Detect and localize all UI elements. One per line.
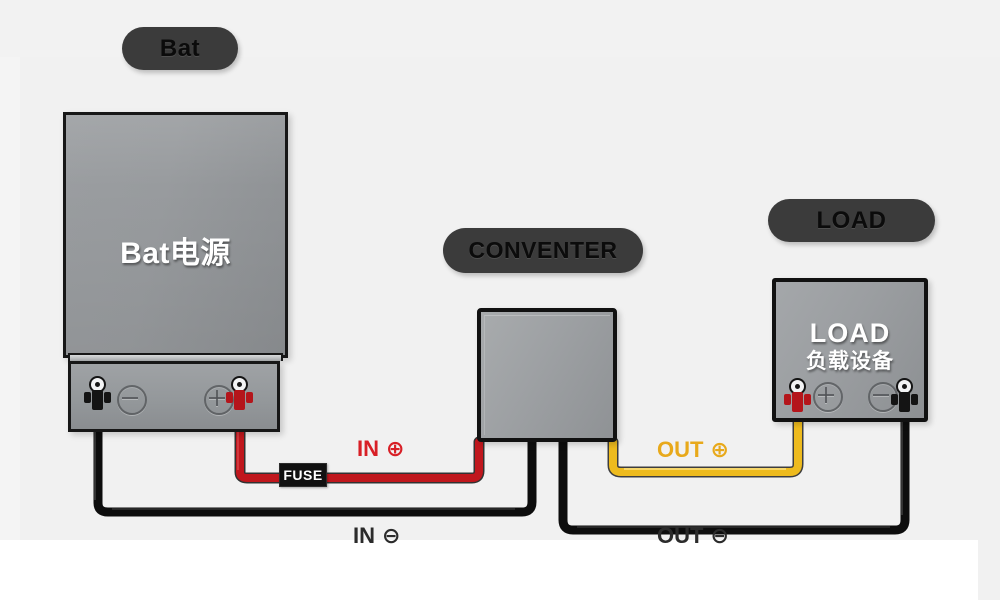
minus-circle-icon: ⊖ <box>710 523 729 548</box>
terminal-barrel <box>234 390 245 410</box>
callout-bat-label: Bat <box>159 34 201 62</box>
battery-negative-emboss <box>117 385 147 415</box>
fuse-block[interactable]: FUSE <box>279 463 327 487</box>
plus-circle-icon: ⊕ <box>386 436 405 461</box>
terminal-wing-left <box>226 392 233 403</box>
label-in-positive-text: IN <box>357 436 379 461</box>
converter-body <box>477 308 617 442</box>
battery-positive-emboss <box>204 385 234 415</box>
label-out-positive-text: OUT <box>657 437 704 462</box>
terminal-wing-right <box>804 394 811 405</box>
label-in-negative-text: IN <box>353 523 375 548</box>
background-left-strip <box>0 57 20 540</box>
terminal-wing-left <box>891 394 898 405</box>
load-positive-terminal[interactable] <box>784 378 811 412</box>
callout-converter[interactable]: CONVENTER <box>443 228 643 273</box>
battery-positive-terminal[interactable] <box>226 376 253 410</box>
load-face-label-line1: LOAD <box>809 318 891 348</box>
minus-circle-icon: ⊖ <box>382 523 401 548</box>
fuse-label: FUSE <box>283 467 323 483</box>
label-in-positive: IN ⊕ <box>357 436 404 462</box>
terminal-wing-left <box>784 394 791 405</box>
callout-bat[interactable]: Bat <box>122 27 238 70</box>
label-out-negative: OUT ⊖ <box>657 523 729 549</box>
battery-body <box>63 112 288 358</box>
callout-converter-label: CONVENTER <box>468 237 618 263</box>
battery-base <box>68 361 280 432</box>
load-face-label: LOAD 负载设备 <box>772 318 928 373</box>
ring-lug-icon <box>89 376 106 393</box>
background-right-strip <box>978 57 1000 600</box>
terminal-wing-right <box>911 394 918 405</box>
battery-lip <box>68 353 283 361</box>
callout-load-label: LOAD <box>816 206 887 234</box>
terminal-barrel <box>899 392 910 412</box>
terminal-wing-right <box>246 392 253 403</box>
load-negative-terminal[interactable] <box>891 378 918 412</box>
label-out-negative-text: OUT <box>657 523 704 548</box>
battery-face-label: Bat电源 <box>120 237 231 270</box>
terminal-barrel <box>792 392 803 412</box>
terminal-wing-right <box>104 392 111 403</box>
terminal-barrel <box>92 390 103 410</box>
label-out-positive: OUT ⊕ <box>657 437 729 463</box>
ring-lug-icon <box>789 378 806 395</box>
plus-circle-icon: ⊕ <box>710 437 729 462</box>
battery-negative-terminal[interactable] <box>84 376 111 410</box>
background-bottom-band <box>0 540 978 600</box>
label-in-negative: IN ⊖ <box>353 523 400 549</box>
load-face-label-line2: 负载设备 <box>806 350 894 373</box>
callout-load[interactable]: LOAD <box>768 199 935 242</box>
load-positive-emboss <box>813 382 843 412</box>
terminal-wing-left <box>84 392 91 403</box>
